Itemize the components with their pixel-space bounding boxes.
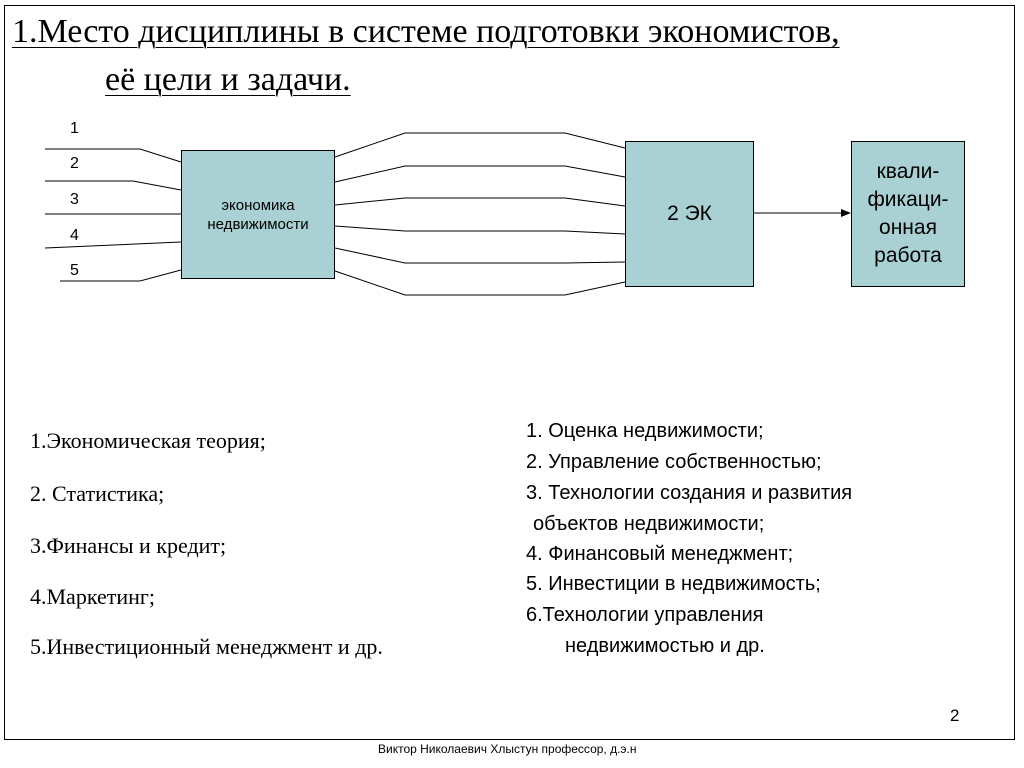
- follow-up-item-3: 3. Технологии создания и развития: [526, 482, 853, 504]
- prerequisite-item-2: 2. Статистика;: [30, 481, 165, 506]
- econ-box-line-1: экономика: [221, 196, 295, 214]
- econ-box-line-2: недвижимости: [207, 215, 309, 233]
- connector-line-6: [334, 270, 626, 296]
- slide-frame: [4, 5, 1015, 740]
- slide-title-line-2: её цели и задачи.: [105, 61, 351, 98]
- connector-line-1: [334, 132, 626, 158]
- qualification-work-box: квали- фикаци- онная работа: [851, 141, 965, 287]
- input-number-5: 5: [70, 262, 79, 279]
- prerequisite-item-3: 3.Финансы и кредит;: [30, 533, 227, 558]
- ek-box-label: 2 ЭК: [667, 202, 712, 225]
- ek-box: 2 ЭК: [625, 141, 754, 287]
- real-estate-economics-box: экономика недвижимости: [181, 150, 335, 279]
- follow-up-item-2: 2. Управление собственностью;: [526, 451, 822, 473]
- qual-box-line-2: фикаци-: [867, 188, 949, 211]
- connector-line-3: [334, 197, 626, 207]
- page-number: 2: [950, 706, 960, 725]
- input-number-2: 2: [70, 155, 79, 172]
- follow-up-item-5: 5. Инвестиции в недвижимость;: [526, 573, 821, 595]
- follow-up-item-4: 4. Финансовый менеджмент;: [526, 543, 794, 565]
- connector-line-4: [334, 225, 626, 235]
- input-number-3: 3: [70, 191, 79, 208]
- qual-box-line-3: онная: [879, 216, 937, 239]
- prerequisite-item-4: 4.Маркетинг;: [30, 584, 156, 609]
- input-line-5: [60, 269, 182, 282]
- follow-up-item-3-cont: объектов недвижимости;: [533, 513, 765, 535]
- connector-line-2: [334, 165, 626, 183]
- prerequisite-item-1: 1.Экономическая теория;: [30, 428, 266, 453]
- qual-box-line-4: работа: [874, 244, 942, 267]
- follow-up-item-6-cont: недвижимостью и др.: [565, 635, 765, 657]
- slide-title-line-1: 1.Место дисциплины в системе подготовки …: [12, 13, 840, 50]
- input-line-1: [45, 148, 182, 163]
- input-line-2: [45, 180, 182, 191]
- input-line-4: [44, 241, 182, 249]
- follow-up-item-1: 1. Оценка недвижимости;: [526, 420, 764, 442]
- input-number-4: 4: [70, 227, 79, 244]
- prerequisite-item-5: 5.Инвестиционный менеджмент и др.: [30, 634, 383, 659]
- input-number-1: 1: [70, 120, 79, 137]
- author-footer: Виктор Николаевич Хлыстун профессор, д.э…: [378, 742, 637, 756]
- follow-up-item-6: 6.Технологии управления: [526, 604, 764, 626]
- qual-box-line-1: квали-: [876, 160, 940, 183]
- connector-line-5: [334, 247, 626, 264]
